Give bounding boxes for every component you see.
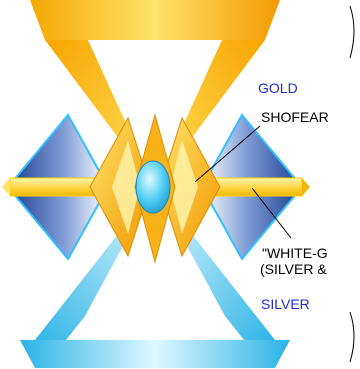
white-gold-label-line1: "WHITE-G xyxy=(262,245,328,261)
center-gem xyxy=(136,161,170,213)
silver-label: SILVER xyxy=(261,296,310,312)
right-bracket-bottom xyxy=(350,312,354,362)
gold-label: GOLD xyxy=(258,80,298,96)
shofear-label: SHOFEAR xyxy=(261,109,329,125)
right-bracket-top xyxy=(350,6,354,58)
white-gold-label-line2: (SILVER & xyxy=(260,261,327,277)
